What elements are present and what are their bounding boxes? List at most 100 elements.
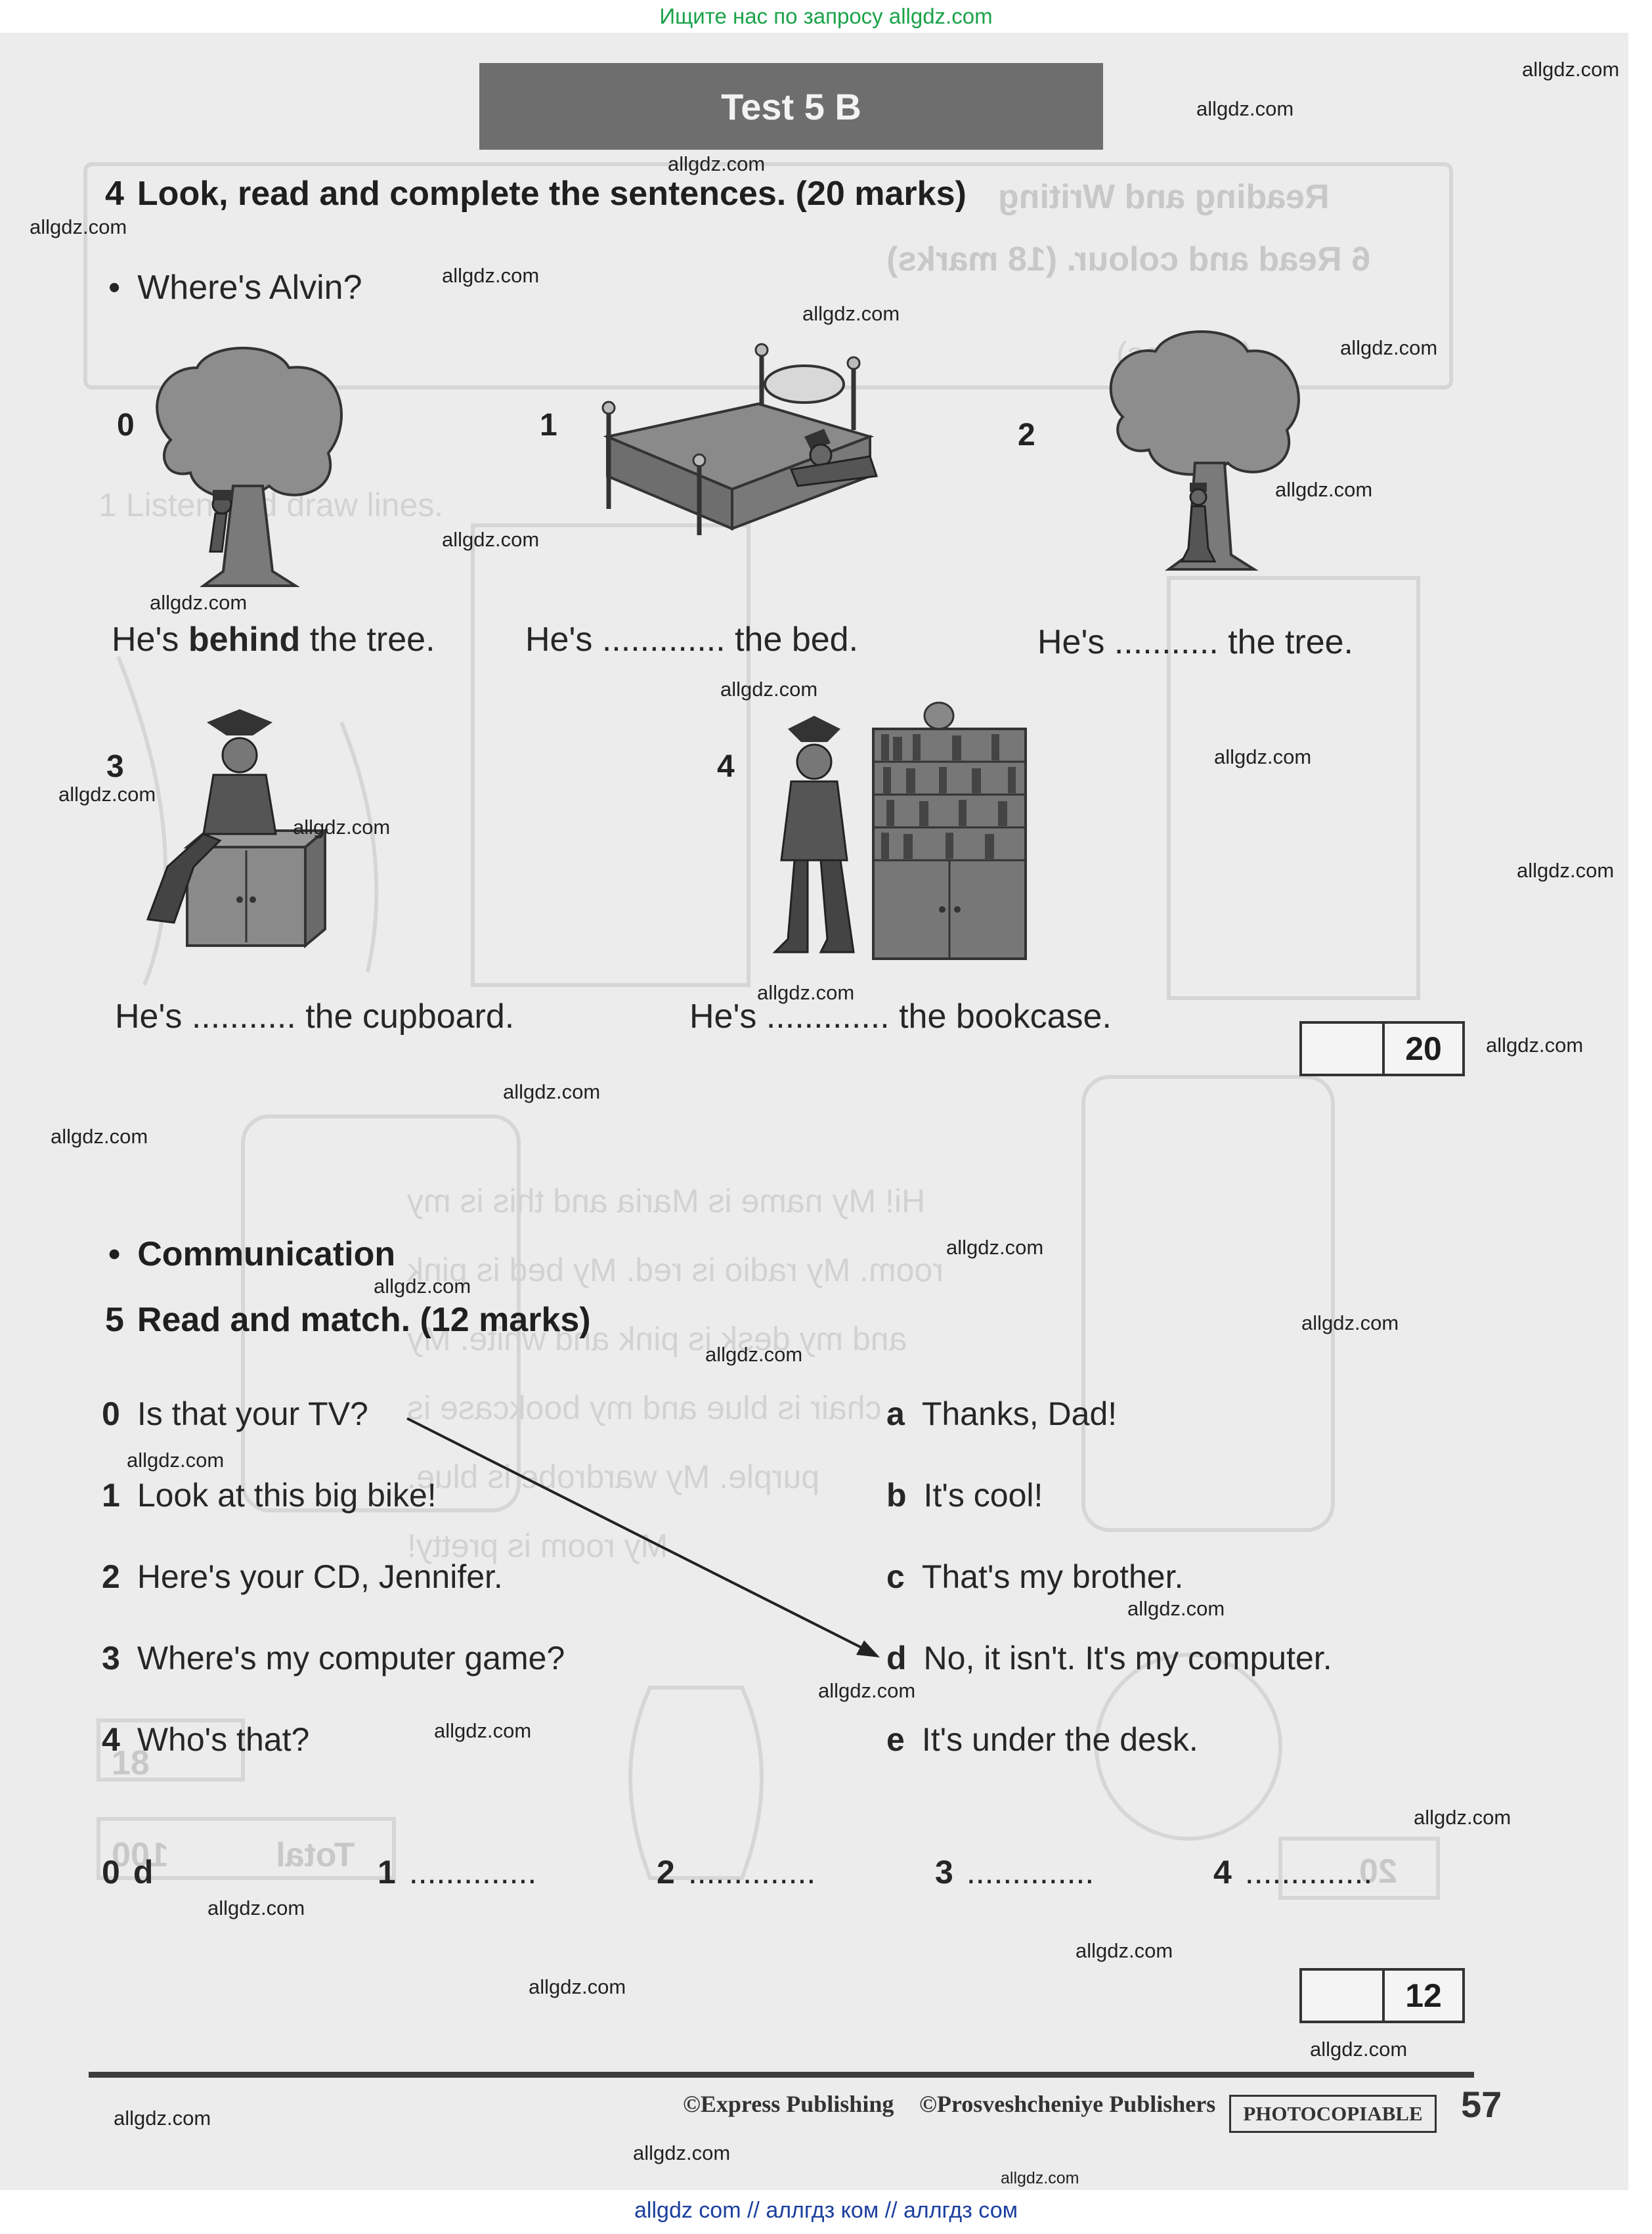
question-text: Where's my computer game?: [137, 1640, 565, 1676]
bottom-banner[interactable]: allgdz com // аллгдз ком // аллгдз сом: [634, 2198, 1018, 2223]
watermark: allgdz.com: [51, 1125, 148, 1148]
score-entry-blank[interactable]: [1302, 1971, 1385, 2021]
communication-subheading: Communication: [108, 1235, 395, 1274]
answer-slot-value[interactable]: ..............: [687, 1854, 816, 1891]
watermark: allgdz.com: [1486, 1034, 1584, 1057]
answer-key: b: [886, 1477, 907, 1514]
watermark: allgdz.com: [1522, 58, 1620, 81]
answer-slot-value[interactable]: ..............: [1244, 1854, 1373, 1891]
tree-illustration-0: [156, 347, 343, 587]
answer-text: That's my brother.: [921, 1558, 1184, 1595]
alvin-figure: [209, 490, 232, 553]
answer-slot-key: 4: [1213, 1854, 1232, 1891]
answer-slot-3: 3..............: [935, 1853, 1094, 1891]
answer-slot-value[interactable]: ..............: [408, 1854, 537, 1891]
watermark: allgdz.com: [802, 302, 900, 325]
alvin-figure: [1180, 483, 1217, 563]
answer-text: No, it isn't. It's my computer.: [923, 1640, 1332, 1676]
watermark: allgdz.com: [503, 1080, 601, 1103]
alvin-figure: [789, 429, 879, 487]
cupboard-illustration-3: [146, 709, 329, 949]
watermark: allgdz.com: [633, 2141, 731, 2164]
watermark: allgdz.com: [946, 1236, 1044, 1259]
question-text: Look at this big bike!: [137, 1477, 437, 1514]
section-4-title: Look, read and complete the sentences. (…: [137, 175, 967, 213]
watermark: allgdz.com: [442, 264, 540, 287]
sentence-3: He's ........... the cupboard.: [115, 997, 515, 1036]
picture-number-2: 2: [1018, 418, 1035, 452]
tree-illustration-2: [1109, 330, 1300, 571]
watermark: allgdz.com: [1001, 2169, 1079, 2187]
alvin-figure: [772, 716, 855, 953]
answer-key: c: [886, 1558, 905, 1595]
answer-slot-key: 2: [657, 1854, 675, 1891]
watermark: allgdz.com: [1340, 336, 1438, 359]
answer-slot-key: 0: [102, 1854, 120, 1891]
question-key: 0: [102, 1395, 120, 1432]
picture-number-4: 4: [717, 749, 735, 784]
section-4-number: 4: [105, 175, 124, 213]
question-key: 3: [102, 1640, 120, 1676]
sentence-2: He's ........... the tree.: [1037, 623, 1353, 661]
watermark: allgdz.com: [705, 1343, 803, 1366]
watermark: allgdz.com: [293, 816, 391, 839]
answer-slot-1: 1..............: [378, 1853, 536, 1891]
score-box-section-4: 20: [1299, 1021, 1465, 1076]
watermark: allgdz.com: [1196, 97, 1294, 120]
watermark: allgdz.com: [1214, 745, 1312, 768]
section-4-heading: 4 Look, read and complete the sentences. …: [105, 174, 967, 213]
question-key: 2: [102, 1558, 120, 1595]
score-box-section-5: 12: [1299, 1968, 1465, 2023]
page-number: 57: [1461, 2084, 1502, 2125]
watermark: allgdz.com: [818, 1679, 916, 1702]
watermark: allgdz.com: [720, 678, 818, 701]
picture-number-3: 3: [106, 749, 124, 784]
watermark: allgdz.com: [529, 1975, 626, 1998]
question-1: 1 Look at this big bike!: [102, 1476, 437, 1514]
watermark: allgdz.com: [374, 1275, 471, 1298]
bed-illustration-1: [601, 343, 879, 535]
sentence-0-answer: behind: [188, 621, 301, 659]
watermark: allgdz.com: [1127, 1597, 1225, 1620]
watermark: allgdz.com: [1310, 2038, 1408, 2061]
answer-slot-2: 2..............: [657, 1853, 815, 1891]
picture-number-1: 1: [540, 408, 557, 443]
question-text: Here's your CD, Jennifer.: [137, 1558, 503, 1595]
ghost-line-4: 1 Listen and draw lines.: [98, 487, 444, 523]
photocopiable-label: PHOTOCOPIABLE: [1229, 2095, 1437, 2133]
answer-slot-value[interactable]: ..............: [966, 1854, 1095, 1891]
sentence-0-pre: He's: [112, 621, 188, 659]
watermark: allgdz.com: [150, 591, 248, 614]
watermark: allgdz.com: [442, 528, 540, 551]
picture-number-0: 0: [117, 408, 135, 443]
answer-d: d No, it isn't. It's my computer.: [886, 1639, 1332, 1677]
max-score: 20: [1405, 1030, 1442, 1067]
section-5-heading: 5 Read and match. (12 marks): [105, 1300, 591, 1340]
watermark: allgdz.com: [434, 1719, 532, 1742]
answer-c: c That's my brother.: [886, 1558, 1183, 1596]
question-key: 1: [102, 1477, 120, 1514]
watermark: allgdz.com: [668, 152, 766, 175]
bookcase-illustration-4: [772, 701, 1027, 960]
score-entry-blank[interactable]: [1302, 1024, 1385, 1074]
sentence-4: He's ............. the bookcase.: [689, 997, 1112, 1036]
publisher-prosveshcheniye: ©Prosveshcheniye Publishers: [919, 2091, 1216, 2117]
watermark: allgdz.com: [58, 783, 156, 806]
section-5-number: 5: [105, 1301, 124, 1339]
answer-key: d: [886, 1640, 907, 1676]
ghost-box-18: 18: [112, 1744, 150, 1782]
question-3: 3 Where's my computer game?: [102, 1639, 565, 1677]
max-score: 12: [1405, 1977, 1442, 2014]
answer-slot-4: 4..............: [1213, 1853, 1372, 1891]
top-banner[interactable]: Ищите нас по запросу allgdz.com: [659, 4, 993, 28]
section-5-title: Read and match. (12 marks): [137, 1301, 591, 1339]
answer-text: It's under the desk.: [921, 1721, 1198, 1758]
alvin-figure: [146, 709, 277, 924]
